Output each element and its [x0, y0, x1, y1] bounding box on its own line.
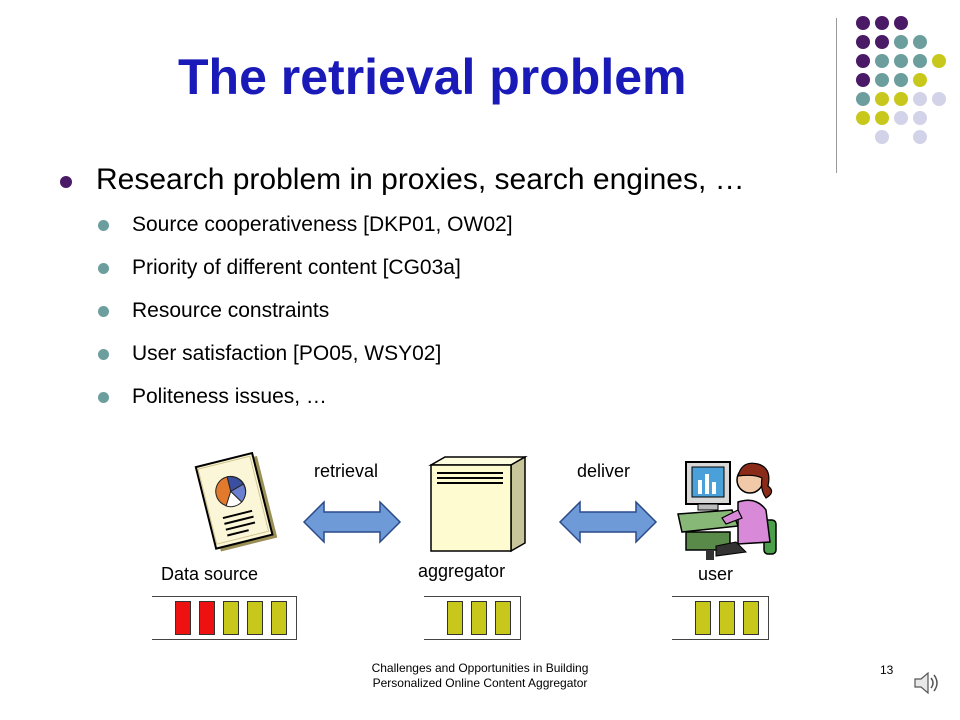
decorative-dot [894, 35, 908, 49]
decorative-dot [894, 54, 908, 68]
decorative-dot [875, 16, 889, 30]
decorative-dot [856, 16, 870, 30]
decorative-dot [875, 111, 889, 125]
sub-bullet-4: User satisfaction [PO05, WSY02] [132, 342, 442, 365]
aggregator-label: aggregator [418, 561, 506, 581]
slide-number: 13 [880, 663, 894, 677]
speaker-icon[interactable] [912, 668, 942, 698]
decorative-dot [913, 54, 927, 68]
decorative-dot [856, 35, 870, 49]
person-at-computer-icon [677, 461, 777, 560]
sub-bullet-dot [98, 392, 109, 403]
data-source-queue [152, 596, 297, 640]
sub-bullet-dot [98, 263, 109, 274]
decorative-dot [894, 111, 908, 125]
decorative-dot [932, 54, 946, 68]
queue-item-olive [271, 601, 287, 635]
footer-line-2: Personalized Online Content Aggregator [372, 676, 588, 690]
sub-bullet-5: Politeness issues, … [132, 385, 327, 408]
aggregator-queue [424, 596, 521, 640]
sub-bullet-dot [98, 349, 109, 360]
document-pie-chart-icon [194, 452, 278, 552]
sub-bullet-dot [98, 220, 109, 231]
decorative-dot [913, 130, 927, 144]
slide-title: The retrieval problem [178, 49, 687, 105]
queue-item-olive [447, 601, 463, 635]
decorative-dot [894, 73, 908, 87]
sub-bullet-1: Source cooperativeness [DKP01, OW02] [132, 213, 513, 236]
decorative-dot [894, 16, 908, 30]
decorative-dot [913, 92, 927, 106]
sub-bullet-dot [98, 306, 109, 317]
user-label: user [698, 564, 734, 584]
decorative-dot [875, 54, 889, 68]
data-source-label: Data source [161, 564, 259, 584]
deliver-arrow [558, 500, 658, 544]
decorative-dot [856, 54, 870, 68]
server-icon [428, 455, 528, 553]
queue-item-olive [695, 601, 711, 635]
sub-bullet-3: Resource constraints [132, 299, 330, 322]
decorative-dot [856, 111, 870, 125]
decorative-divider [836, 18, 837, 173]
retrieval-label: retrieval [314, 461, 379, 481]
decorative-dot [875, 73, 889, 87]
queue-item-olive [743, 601, 759, 635]
decorative-dot [875, 130, 889, 144]
bullet-dot [60, 176, 72, 188]
queue-item-red [199, 601, 215, 635]
decorative-dot [932, 92, 946, 106]
footer-line-1: Challenges and Opportunities in Building [371, 661, 589, 675]
decorative-dot [856, 73, 870, 87]
queue-item-red [175, 601, 191, 635]
decorative-dot [913, 35, 927, 49]
deliver-label: deliver [577, 461, 631, 481]
queue-item-olive [223, 601, 239, 635]
sub-bullet-2: Priority of different content [CG03a] [132, 256, 461, 279]
decorative-dot [913, 111, 927, 125]
decorative-dot [913, 73, 927, 87]
decorative-dot [875, 35, 889, 49]
slide-footer: Challenges and Opportunities in Building… [300, 661, 660, 691]
user-queue [672, 596, 769, 640]
decorative-dot [875, 92, 889, 106]
decorative-dot-grid [0, 0, 960, 180]
decorative-dot [856, 92, 870, 106]
decorative-dot [894, 92, 908, 106]
main-bullet: Research problem in proxies, search engi… [96, 163, 745, 196]
queue-item-olive [495, 601, 511, 635]
queue-item-olive [247, 601, 263, 635]
queue-item-olive [719, 601, 735, 635]
retrieval-arrow [302, 500, 402, 544]
queue-item-olive [471, 601, 487, 635]
